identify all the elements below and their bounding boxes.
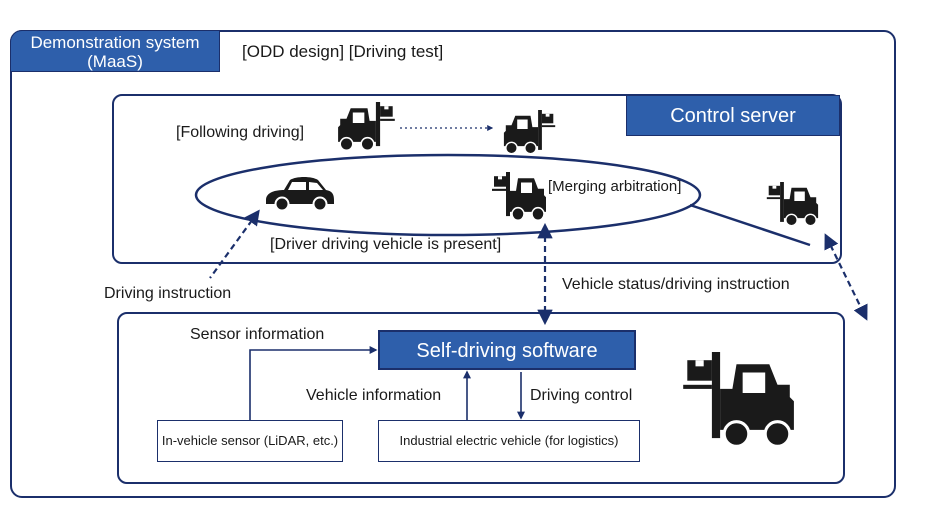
sensor-info-arrow — [249, 346, 378, 420]
car-icon — [266, 177, 334, 212]
forklift-icon — [491, 171, 547, 222]
industrial-vehicle-box: Industrial electric vehicle (for logisti… — [378, 420, 640, 462]
control-server-tag: Control server — [626, 95, 840, 136]
self-driving-software-box: Self-driving software — [378, 330, 636, 370]
right-vehicle-arrow — [824, 233, 868, 321]
vehicle-status-label: Vehicle status/driving instruction — [562, 276, 790, 293]
track-ellipse — [194, 153, 702, 237]
odd-design-label: [ODD design] [Driving test] — [242, 42, 444, 61]
demo-title-line1: Demonstration system — [30, 33, 200, 52]
forklift-icon — [337, 101, 396, 152]
vehicle-information-label: Vehicle information — [306, 387, 442, 404]
track-extension-line — [689, 203, 811, 247]
driving-control-label: Driving control — [530, 387, 633, 404]
driving-instruction-arrow — [209, 209, 260, 279]
driving-instruction-label: Driving instruction — [104, 285, 232, 302]
merging-arbitration-label: [Merging arbitration] — [548, 178, 682, 195]
in-vehicle-sensor-box: In-vehicle sensor (LiDAR, etc.) — [157, 420, 343, 462]
software-frame — [117, 312, 845, 484]
following-driving-label: [Following driving] — [176, 124, 305, 141]
control-server-frame — [112, 94, 842, 264]
demonstration-system-tag: Demonstration system (MaaS) — [10, 30, 220, 72]
demonstration-system-frame — [10, 30, 896, 498]
sensor-information-label: Sensor information — [190, 326, 325, 343]
forklift-icon — [503, 109, 556, 155]
demo-title-line2: (MaaS) — [87, 52, 143, 71]
forklift-icon — [766, 181, 819, 227]
driver-vehicle-present-label: [Driver driving vehicle is present] — [270, 236, 502, 253]
forklift-icon — [681, 350, 796, 448]
